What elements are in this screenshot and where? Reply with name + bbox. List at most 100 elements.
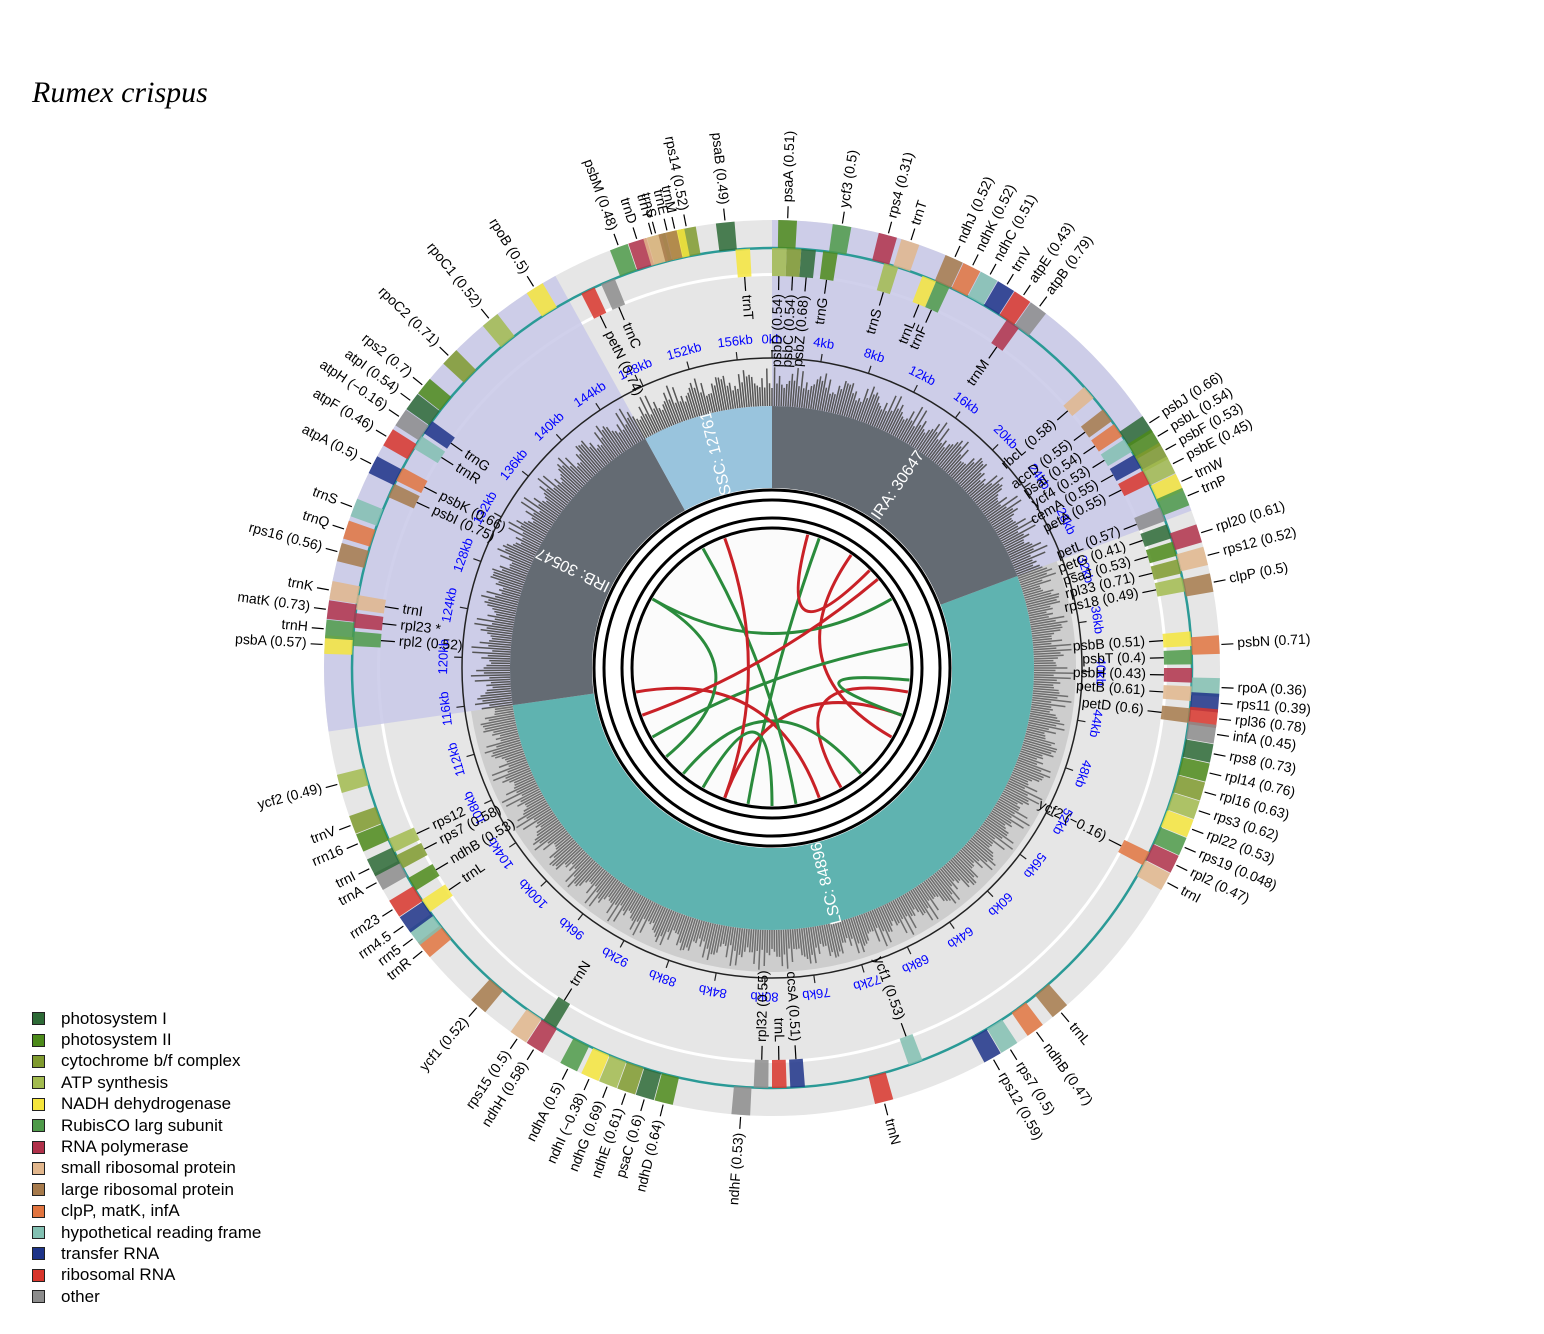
gc-bar [800, 388, 805, 408]
gc-bar [847, 391, 858, 418]
gc-bar [1033, 671, 1074, 675]
gc-bar [875, 402, 888, 429]
gc-bar [600, 437, 617, 458]
gc-bar [761, 929, 764, 950]
gene-block [324, 635, 354, 655]
gc-bar [494, 710, 514, 716]
gene-leader [1167, 882, 1179, 889]
gene-block [654, 1073, 679, 1105]
gc-bar [910, 420, 927, 447]
gc-bar [823, 379, 832, 412]
gc-bar [832, 385, 841, 414]
gc-bar [741, 382, 746, 408]
gc-bar [860, 386, 876, 423]
gene-block [368, 456, 402, 486]
gc-bar [1027, 726, 1057, 735]
gc-bar [1017, 756, 1038, 766]
gc-bar [492, 568, 526, 582]
gc-bar [480, 717, 515, 726]
inner-gene-leader [1083, 445, 1096, 455]
gc-bar [923, 880, 936, 898]
legend-swatch [32, 1290, 45, 1304]
gc-bar [906, 410, 928, 444]
gc-bar [1013, 559, 1033, 569]
tick-mark [665, 960, 670, 969]
tick-mark [686, 361, 690, 370]
gene-block [395, 409, 429, 441]
inner-gene-leader [416, 827, 430, 835]
gc-bar [692, 919, 701, 942]
gene-leader [1213, 579, 1226, 583]
gc-bar [614, 886, 629, 906]
tick-mark [1067, 571, 1076, 576]
gc-bar [486, 687, 511, 692]
gc-bar [650, 414, 660, 432]
gene-block [326, 600, 357, 622]
tick-label: 0kb [762, 331, 783, 346]
gc-bar [498, 756, 527, 769]
gc-bar [1028, 607, 1053, 615]
repeat-link [701, 547, 798, 805]
gc-bar [505, 767, 531, 780]
ir-shade-3 [772, 220, 1192, 593]
gc-bar [687, 392, 697, 418]
gc-bar [1033, 647, 1057, 651]
gene-leader [1036, 1031, 1045, 1043]
gc-bar [1031, 626, 1063, 633]
gc-bar [632, 900, 652, 936]
gc-bar [843, 383, 855, 417]
gene-block [951, 262, 981, 297]
gc-bar [505, 780, 536, 796]
inner-gene-block [1154, 577, 1185, 597]
gc-bar [674, 913, 684, 934]
gc-bar [557, 484, 574, 499]
gene-leader [884, 1103, 889, 1116]
gc-bar [700, 382, 710, 414]
gc-bar [943, 865, 960, 884]
gc-bar [1029, 615, 1065, 624]
gene-block [1011, 1002, 1043, 1036]
gc-bar [584, 872, 610, 904]
gc-bar [532, 521, 550, 532]
gc-bar [501, 784, 538, 804]
gene-label: matK (0.73) [237, 588, 312, 613]
gc-bar [1008, 780, 1026, 790]
gc-bar [946, 449, 969, 474]
gc-bar [597, 876, 615, 899]
gc-bar [915, 429, 931, 450]
tick-mark [714, 972, 717, 981]
gc-bar [1016, 564, 1040, 575]
gc-bar [1004, 533, 1030, 548]
gc-bar [987, 815, 1007, 830]
gc-bar [639, 419, 650, 438]
legend-swatch [32, 1226, 45, 1240]
gc-bar [858, 397, 869, 422]
gc-bar [1002, 533, 1024, 546]
gc-bar [789, 373, 794, 407]
gc-bar [1030, 619, 1056, 626]
tick-label: 76kb [801, 985, 831, 1004]
gc-bar [626, 411, 644, 441]
gc-bar [1030, 710, 1056, 717]
inner-gene-leader [1100, 474, 1114, 483]
gc-bar [494, 595, 519, 604]
repeat-track-2 [620, 516, 924, 820]
inner-gene-block [421, 884, 453, 912]
gene-block [1160, 810, 1194, 838]
gc-bar [517, 802, 548, 822]
gc-bar [560, 473, 580, 492]
gc-bar [636, 898, 650, 923]
gc-bar [661, 409, 671, 428]
gene-leader [640, 1099, 645, 1112]
gc-bar [622, 890, 636, 912]
gc-bar [536, 819, 560, 837]
inner-gene-label: rpl32 (0.55) [753, 970, 771, 1042]
gene-label: trnQ [301, 507, 332, 531]
gc-bar [474, 622, 513, 631]
gc-bar [756, 929, 760, 952]
inner-gene-block [1150, 559, 1182, 580]
gc-bar [495, 582, 522, 593]
gc-bar [489, 640, 512, 644]
gc-bar [651, 906, 665, 931]
